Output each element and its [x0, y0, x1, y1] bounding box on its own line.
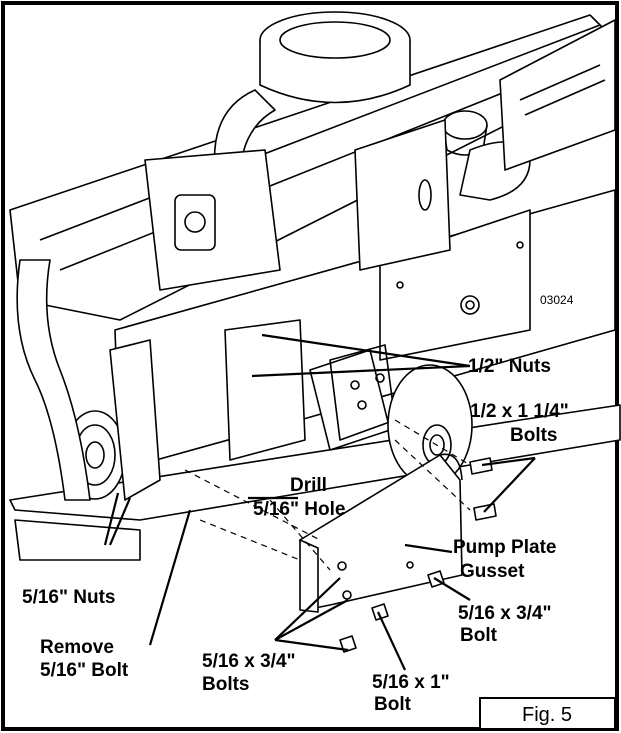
- leader-lines: [103, 333, 536, 671]
- label-drill-1: Drill: [290, 475, 327, 496]
- label-bolts-half-word: Bolts: [510, 425, 558, 446]
- label-bolt-1in-size: 5/16 x 1": [372, 672, 450, 693]
- label-bolt-1in-word: Bolt: [374, 694, 412, 715]
- label-bolts-half-size: 1/2 x 1 1/4": [470, 401, 569, 422]
- label-bolts-3-4-word: Bolts: [202, 674, 250, 695]
- label-pump-plate-2: Gusset: [460, 561, 525, 582]
- label-bolts-3-4-size: 5/16 x 3/4": [202, 651, 296, 672]
- machine-drawing: [9, 11, 621, 653]
- label-half-inch-nuts: 1/2" Nuts: [468, 356, 551, 377]
- label-pump-plate-1: Pump Plate: [453, 537, 556, 558]
- drawing-number: 03024: [540, 293, 574, 307]
- label-remove-1: Remove: [40, 637, 114, 658]
- label-remove-2: 5/16" Bolt: [40, 660, 129, 681]
- figure-caption: Fig. 5: [522, 704, 572, 726]
- label-drill-2: 5/16" Hole: [253, 499, 345, 520]
- label-bolt-3-4-size: 5/16 x 3/4": [458, 603, 552, 624]
- label-bolt-3-4-word: Bolt: [460, 625, 498, 646]
- label-nuts-5-16: 5/16" Nuts: [22, 587, 116, 608]
- figure-caption-box: [479, 697, 616, 730]
